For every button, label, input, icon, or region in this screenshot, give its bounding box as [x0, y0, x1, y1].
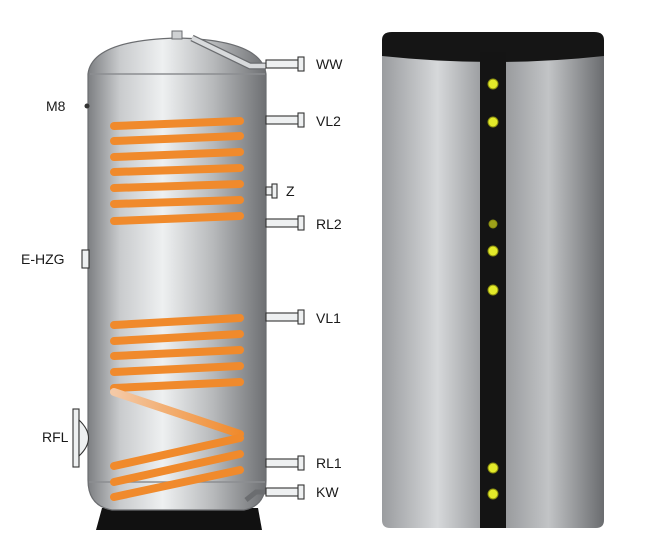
tank-exterior [382, 32, 604, 528]
kw-inner-pipe [244, 489, 266, 502]
lower-coil-bottom [110, 434, 244, 501]
label-m8: M8 [46, 98, 66, 114]
label-vl1: VL1 [316, 310, 341, 326]
upper-heat-coil [110, 117, 244, 225]
connection-markers [487, 78, 499, 500]
label-z: Z [286, 183, 295, 199]
e-hzg-socket [81, 249, 90, 269]
label-rl1: RL1 [316, 455, 342, 471]
lower-heat-coil [110, 314, 244, 392]
label-e-hzg: E-HZG [21, 251, 65, 267]
rfl-flange [72, 408, 90, 468]
label-rfl: RFL [42, 429, 69, 445]
lower-coil-diagonal [110, 388, 244, 438]
label-ww: WW [316, 56, 343, 72]
tank-cutaway: WW VL2 Z RL2 VL1 RL1 KW M8 E-HZG RFL [21, 30, 343, 530]
tank-feet [96, 508, 262, 530]
label-vl2: VL2 [316, 113, 341, 129]
label-kw: KW [316, 484, 339, 500]
pipe-connections [265, 56, 305, 500]
top-nipple [171, 30, 183, 40]
jacket-lid [382, 32, 604, 62]
m8-socket [84, 103, 90, 109]
label-rl2: RL2 [316, 216, 342, 232]
